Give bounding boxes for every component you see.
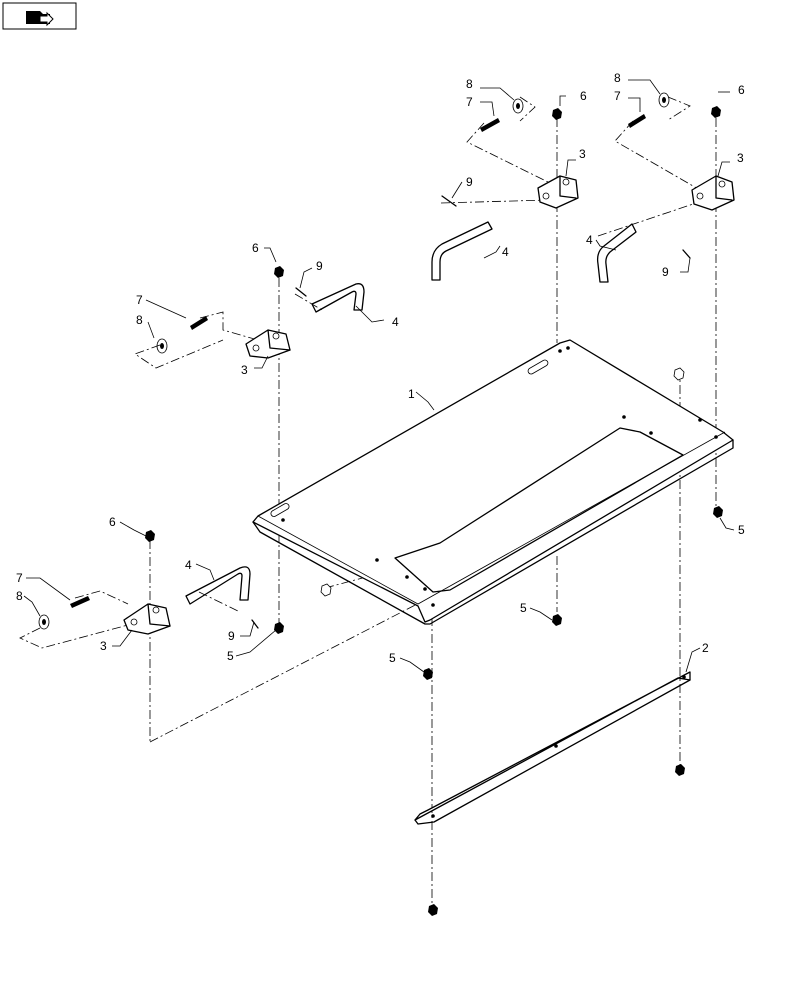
callout-bolt: 7 xyxy=(16,571,23,585)
callout-nut-upper: 6 xyxy=(252,241,259,255)
callout-handle: 4 xyxy=(185,558,192,572)
callout-bracket: 3 xyxy=(737,151,744,165)
bracket-lower-left xyxy=(123,603,171,635)
callout-nut-lower: 5 xyxy=(738,523,745,537)
callout-labels: 1 2 3 3 3 3 4 4 4 4 5 5 5 5 6 6 6 6 7 7 … xyxy=(16,71,745,665)
callout-bolt: 7 xyxy=(466,95,473,109)
callout-washer: 8 xyxy=(466,77,473,91)
callout-pin: 9 xyxy=(316,259,323,273)
callout-pin: 9 xyxy=(228,629,235,643)
callout-bracket: 3 xyxy=(100,639,107,653)
callout-bracket: 3 xyxy=(241,363,248,377)
retaining-strip xyxy=(414,671,691,825)
nut-upper-set xyxy=(145,106,721,542)
callout-handle: 4 xyxy=(502,245,509,259)
handle-lower-left xyxy=(185,566,251,605)
back-arrow-folder-icon xyxy=(26,11,54,27)
callout-washer: 8 xyxy=(136,313,143,327)
callout-nut-upper: 6 xyxy=(109,515,116,529)
callout-washer: 8 xyxy=(16,589,23,603)
pin-set xyxy=(251,195,691,629)
callout-bolt: 7 xyxy=(614,89,621,103)
alignment-lines xyxy=(19,96,717,906)
callout-nut-lower: 5 xyxy=(389,651,396,665)
handle-upper-right-b xyxy=(596,223,637,283)
bracket-upper-right-b xyxy=(691,175,735,211)
callout-bolt: 7 xyxy=(136,293,143,307)
callout-washer: 8 xyxy=(614,71,621,85)
bracket-left xyxy=(245,329,291,359)
callout-pin: 9 xyxy=(662,265,669,279)
bolt-set xyxy=(70,114,646,608)
callout-nut-upper: 6 xyxy=(738,83,745,97)
callout-strip: 2 xyxy=(702,641,709,655)
handle-left xyxy=(311,283,365,313)
nut-lower-set xyxy=(274,367,723,916)
base-plate xyxy=(252,339,734,625)
callout-nut-lower: 5 xyxy=(227,649,234,663)
callout-nut-lower: 5 xyxy=(520,601,527,615)
washer-set xyxy=(38,92,670,630)
callout-plate: 1 xyxy=(408,387,415,401)
leader-lines xyxy=(23,79,735,673)
callout-handle: 4 xyxy=(586,233,593,247)
callout-pin: 9 xyxy=(466,175,473,189)
bracket-upper-right-a xyxy=(537,175,579,209)
callout-handle: 4 xyxy=(392,315,399,329)
nav-icon-button[interactable] xyxy=(2,2,77,30)
callout-nut-upper: 6 xyxy=(580,89,587,103)
handle-upper-right-a xyxy=(431,221,493,281)
callout-bracket: 3 xyxy=(579,147,586,161)
